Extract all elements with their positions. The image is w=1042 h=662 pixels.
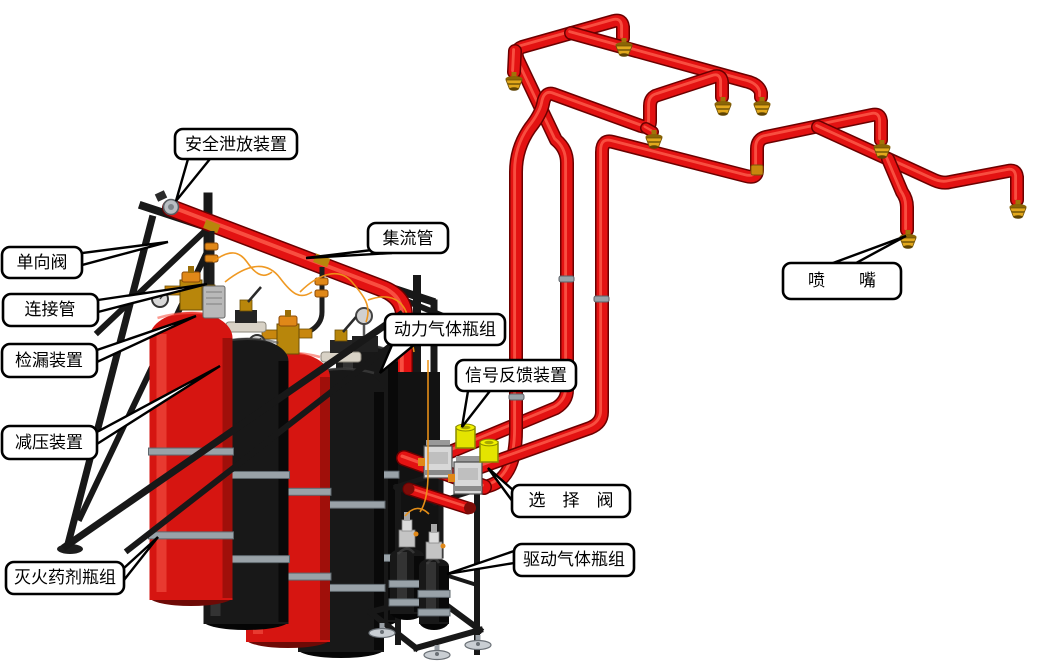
front-brace-beams <box>61 310 405 555</box>
leak-detection-device <box>202 285 226 319</box>
callout-driving-gas-cylinders: 驱动气体瓶组 <box>446 542 636 578</box>
callout-label: 连接管 <box>25 300 76 320</box>
driving-cylinder-valve <box>398 512 419 548</box>
selector-valve-2 <box>448 456 483 495</box>
callout-leak-detector: 检漏装置 <box>0 314 197 379</box>
nozzle <box>899 230 917 249</box>
leveling-foot <box>423 645 451 661</box>
callout-label: 减压装置 <box>15 433 83 453</box>
callout-label: 动力气体瓶组 <box>394 320 496 340</box>
callout-label: 安全泄放装置 <box>185 135 287 155</box>
nozzle <box>1009 200 1027 219</box>
pressure-gauge-icon <box>355 307 373 325</box>
callout-pressure-reducer: 减压装置 <box>0 364 221 461</box>
pilot-tubing <box>212 252 430 517</box>
driving-cylinder-valve <box>425 524 446 560</box>
callout-label: 选 择 阀 <box>529 491 614 511</box>
callout-signal-feedback: 信号反馈装置 <box>454 358 578 428</box>
nozzle <box>615 38 633 57</box>
agent-cylinder-2-valve <box>248 310 313 355</box>
driving-gas-cylinder-group <box>388 512 451 630</box>
callout-label: 灭火药剂瓶组 <box>14 568 116 588</box>
nozzle <box>873 140 891 159</box>
callout-selector-valve: 选 择 阀 <box>487 467 632 519</box>
signal-feedback-device-1 <box>455 423 476 449</box>
discharge-pipe-network <box>443 13 1027 494</box>
callout-manifold: 集流管 <box>305 221 450 260</box>
nozzle <box>645 130 663 149</box>
callout-label: 驱动气体瓶组 <box>523 550 625 570</box>
leveling-foot <box>464 635 492 651</box>
nozzle <box>714 97 732 116</box>
signal-feedback-device-2 <box>479 438 499 463</box>
callout-label: 信号反馈装置 <box>465 366 567 386</box>
callout-label: 检漏装置 <box>15 351 83 371</box>
nitrogen-cylinder-1-valve <box>225 286 267 333</box>
safety-relief-device <box>154 190 180 216</box>
nozzle <box>753 97 771 116</box>
callout-label: 单向阀 <box>17 253 68 273</box>
callout-label: 喷 嘴 <box>808 271 876 291</box>
callout-nozzle: 喷 嘴 <box>781 234 907 301</box>
callout-label: 集流管 <box>383 229 434 249</box>
nozzle <box>505 72 523 91</box>
callout-connecting-pipe: 连接管 <box>1 282 208 328</box>
callout-power-gas-cylinders: 动力气体瓶组 <box>378 312 507 374</box>
selector-valve-assembly <box>418 423 499 495</box>
leveling-foot <box>368 623 396 639</box>
callout-check-valve: 单向阀 <box>0 240 169 280</box>
callout-agent-cylinders: 灭火药剂瓶组 <box>4 536 159 596</box>
driving-gas-cylinder-2 <box>417 557 451 630</box>
callout-safety-relief: 安全泄放装置 <box>173 127 299 202</box>
